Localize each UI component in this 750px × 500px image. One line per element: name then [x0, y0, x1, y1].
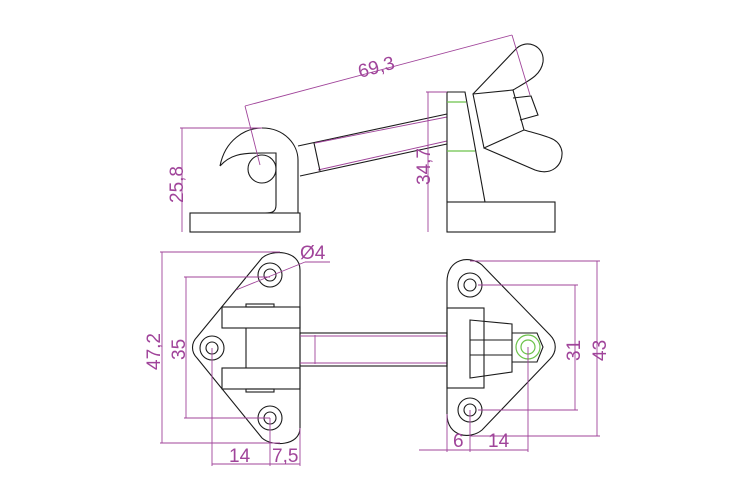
post-base — [446, 201, 556, 233]
dim-left-overall-height-label: 47,2 — [144, 333, 165, 370]
dim-right-hole-spacing-label: 31 — [564, 340, 585, 361]
dim-right-edge-offset-label: 6 — [453, 431, 464, 452]
right-plate — [446, 259, 556, 436]
side-view: 69,3 25,8 34,7 — [167, 34, 563, 233]
dimensions-top: Ø4 47,2 35 14 7,5 31 43 — [144, 243, 611, 467]
dim-length-label: 69,3 — [356, 53, 397, 83]
dim-hook-height-label: 25,8 — [167, 166, 188, 203]
dim-left-edge-offset-label: 7,5 — [272, 446, 298, 467]
dim-post-height-label: 34,7 — [414, 148, 435, 185]
dim-right-center-offset-label: 14 — [488, 431, 510, 452]
dim-left-hole-spacing-label: 35 — [169, 339, 190, 360]
hook-part — [189, 127, 301, 233]
dim-right-overall-height-label: 43 — [590, 340, 611, 361]
post-body — [446, 91, 486, 203]
top-rod — [299, 332, 448, 367]
dim-hole-diameter-label: Ø4 — [300, 243, 326, 264]
hook-base — [189, 212, 301, 233]
hook-body — [219, 127, 299, 214]
mounting-hole — [257, 262, 283, 288]
rod — [297, 113, 448, 177]
hook-pin — [247, 154, 277, 184]
top-view: Ø4 47,2 35 14 7,5 31 43 — [144, 243, 611, 467]
dim-left-hole-offset-label: 14 — [229, 446, 251, 467]
wing-nut — [472, 43, 563, 173]
post-part — [446, 91, 556, 233]
left-plate — [191, 252, 301, 445]
